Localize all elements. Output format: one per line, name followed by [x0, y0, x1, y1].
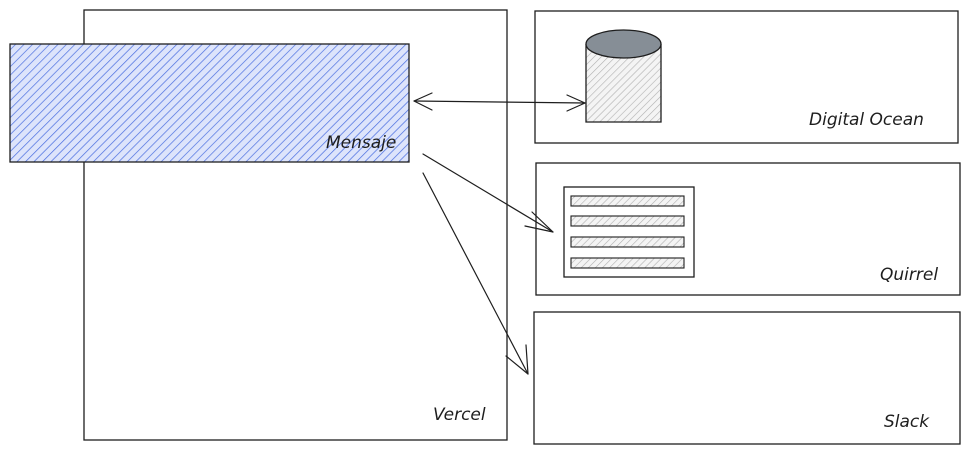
queue-row — [570, 215, 685, 227]
queue-row — [570, 236, 685, 248]
queue-row — [570, 195, 685, 207]
digital-ocean-label: Digital Ocean — [809, 110, 924, 130]
quirrel-box: Quirrel — [535, 162, 961, 296]
database-cylinder-icon — [585, 29, 662, 123]
arrow-message-digital-ocean — [413, 92, 586, 112]
queue-row — [570, 257, 685, 269]
vercel-label: Vercel — [433, 405, 486, 425]
slack-label: Slack — [884, 412, 930, 432]
message-label: Mensaje — [326, 133, 396, 153]
message-block: Mensaje — [9, 43, 410, 163]
arrow-message-quirrel — [422, 153, 554, 233]
quirrel-label: Quirrel — [880, 265, 938, 285]
arrow-message-slack — [422, 172, 529, 375]
slack-box: Slack — [533, 311, 961, 445]
vercel-box: Vercel — [83, 9, 508, 441]
digital-ocean-box: Digital Ocean — [534, 10, 959, 144]
queue-list-icon — [563, 186, 695, 278]
